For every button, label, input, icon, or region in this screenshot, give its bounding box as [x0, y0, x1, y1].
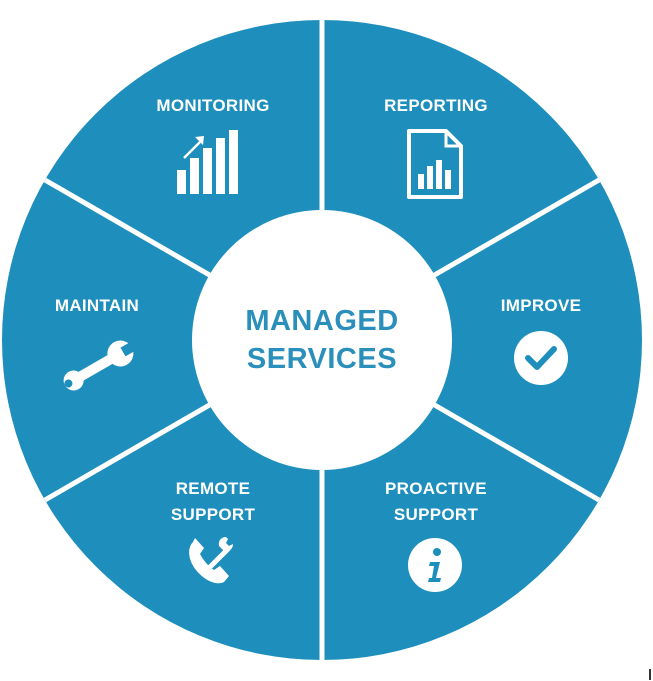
edge-artifact: [649, 669, 651, 680]
wrench-icon: [63, 340, 136, 391]
segment-improve: IMPROVE: [501, 296, 582, 385]
segment-remote-support-label-line2: SUPPORT: [171, 505, 256, 524]
segment-proactive-support: PROACTIVE SUPPORT: [385, 479, 487, 592]
phone-wrench-icon: [189, 537, 233, 584]
center-circle: [192, 210, 452, 470]
segment-remote-support: REMOTE SUPPORT: [171, 479, 256, 584]
segment-monitoring: MONITORING: [156, 96, 269, 194]
report-document-icon: [407, 129, 463, 199]
info-circle-icon: [408, 538, 462, 592]
segment-maintain-label: MAINTAIN: [55, 296, 139, 315]
center-title-line2: SERVICES: [247, 343, 397, 375]
segment-maintain: MAINTAIN: [55, 296, 139, 391]
center-title-line1: MANAGED: [245, 305, 398, 337]
bar-chart-trend-icon: [177, 130, 238, 194]
segment-proactive-support-label-line1: PROACTIVE: [385, 479, 487, 498]
segment-reporting: REPORTING: [384, 96, 488, 199]
segment-reporting-label: REPORTING: [384, 96, 488, 115]
check-circle-icon: [514, 331, 568, 385]
segment-proactive-support-label-line2: SUPPORT: [394, 505, 479, 524]
segment-improve-label: IMPROVE: [501, 296, 582, 315]
segment-monitoring-label: MONITORING: [156, 96, 269, 115]
segment-remote-support-label-line1: REMOTE: [176, 479, 251, 498]
